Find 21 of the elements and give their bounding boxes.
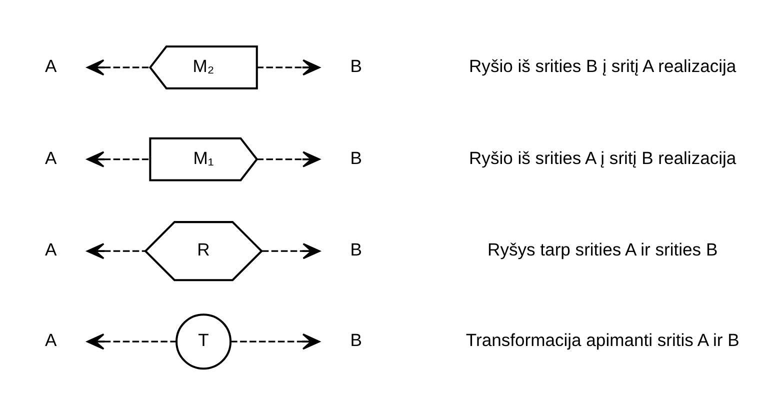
node-text: B (350, 56, 362, 76)
arrow (256, 59, 320, 76)
arrow (86, 333, 176, 350)
arrow (256, 151, 320, 168)
node-text: B (350, 330, 362, 350)
node-text: A (45, 148, 57, 168)
node-circle: T (176, 314, 232, 370)
label: Ryšio iš srities A į sritį B realizacija (469, 148, 736, 168)
arrow (86, 59, 150, 76)
arrow (230, 333, 320, 350)
label: Ryšys tarp srities A ir srities B (488, 240, 718, 260)
node-text: B (350, 148, 362, 168)
node-text: A (45, 240, 57, 260)
arrow (86, 151, 150, 168)
node-text: A (45, 330, 57, 350)
label: Ryšio iš srities B į sritį A realizacija (469, 56, 736, 76)
arrow (86, 243, 145, 260)
label: Transformacija apimanti sritis A ir B (466, 330, 740, 350)
node-text: B (350, 240, 362, 260)
arrow (262, 243, 320, 260)
node-text: A (45, 56, 57, 76)
